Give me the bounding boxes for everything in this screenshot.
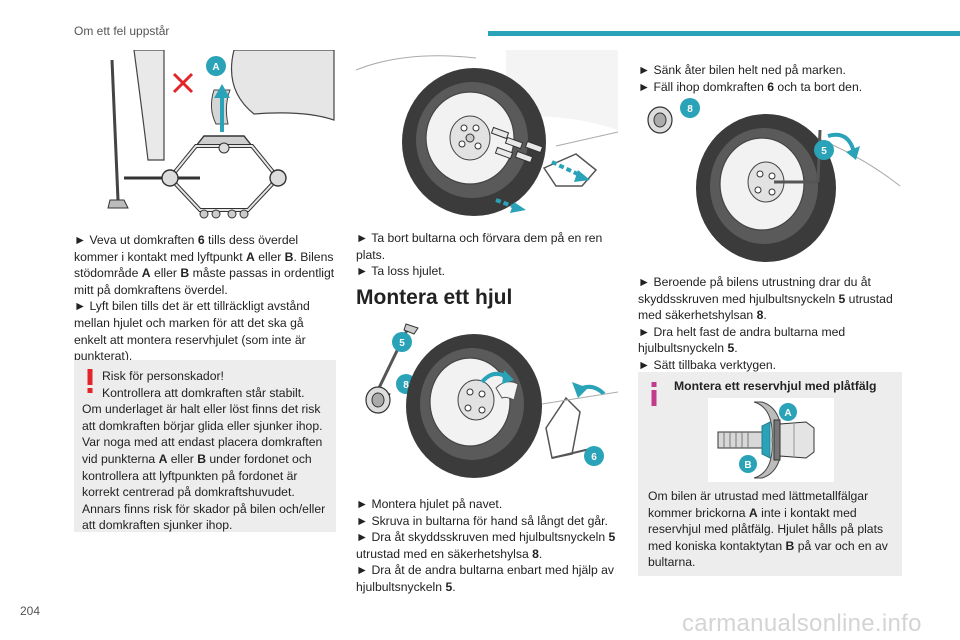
instruction-fold-jack: ► Fäll ihop domkraften 6 och ta bort den…: [638, 79, 863, 94]
svg-text:6: 6: [591, 452, 597, 463]
svg-text:A: A: [212, 62, 219, 73]
instruction-remove-wheel: ► Ta loss hjulet.: [356, 264, 446, 279]
warning-exclamation-icon: [87, 369, 93, 393]
instruction-tighten-equipment: ► Beroende på bilens utrustning drar du …: [638, 275, 893, 323]
svg-text:B: B: [744, 460, 751, 471]
instruction-replace-tools: ► Sätt tillbaka verktygen.: [638, 357, 777, 372]
svg-text:A: A: [784, 408, 791, 419]
warning-line-stable: Kontrollera att domkraften står stabilt.: [102, 385, 305, 400]
figure-mount-wheel: 5 8 6: [365, 323, 618, 478]
svg-text:5: 5: [399, 338, 405, 349]
instruction-tighten-others: ► Dra åt de andra bultarna enbart med hj…: [356, 563, 614, 594]
info-title: Montera ett reservhjul med plåtfälg: [674, 379, 877, 393]
svg-text:8: 8: [403, 380, 409, 391]
figure-remove-bolts: [356, 50, 618, 216]
instruction-lower-car: ► Sänk åter bilen helt ned på marken.: [638, 63, 846, 77]
instruction-screw-bolts: ► Skruva in bultarna för hand så långt d…: [356, 513, 608, 528]
warning-title: Risk för personskador!: [102, 369, 224, 383]
page-number: 204: [20, 604, 41, 618]
warning-line-damage: Annars finns risk för skador på bilen oc…: [82, 501, 326, 533]
instruction-tighten-fully: ► Dra helt fast de andra bultarna med hj…: [638, 324, 846, 356]
column-3-top: ► Sänk åter bilen helt ned på marken. ► …: [638, 62, 902, 95]
info-box-steel-rim: Montera ett reservhjul med plåtfälg A B …: [638, 372, 902, 576]
section-header: Om ett fel uppstår: [74, 24, 170, 38]
instruction-extend-jack: ► Veva ut domkraften 6 tills dess överde…: [74, 233, 335, 297]
instruction-lift-car: ► Lyft bilen tills det är ett tillräckli…: [74, 299, 310, 364]
instruction-mount-hub: ► Montera hjulet på navet.: [356, 497, 503, 511]
instruction-tighten-security: ► Dra åt skyddsskruven med hjulbultsnyck…: [356, 530, 616, 561]
instruction-remove-bolts: ► Ta bort bultarna och förvara dem på en…: [356, 231, 603, 262]
warning-line-slippery: Om underlaget är halt eller löst finns d…: [82, 402, 323, 433]
column-1: ► Veva ut domkraften 6 tills dess överde…: [74, 232, 338, 365]
warning-box: Risk för personskador! Kontrollera att d…: [74, 360, 336, 532]
header-accent-bar: [488, 31, 960, 36]
svg-text:8: 8: [687, 104, 693, 115]
figure-bolt-washer: A B: [708, 398, 834, 482]
figure-jack-lift: A: [104, 50, 336, 224]
svg-text:5: 5: [821, 146, 827, 157]
column-3-middle: ► Beroende på bilens utrustning drar du …: [638, 274, 904, 374]
info-text: Om bilen är utrustad med lättmetallfälga…: [648, 489, 888, 570]
info-icon: [651, 382, 657, 406]
figure-tighten-bolts: 8 5: [647, 98, 901, 262]
watermark: carmanualsonline.info: [682, 610, 922, 637]
section-title-mount-wheel: Montera ett hjul: [356, 286, 513, 309]
column-2-top: ► Ta bort bultarna och förvara dem på en…: [356, 230, 620, 280]
column-2-bottom: ► Montera hjulet på navet. ► Skruva in b…: [356, 496, 622, 596]
warning-line-placement: Var noga med att endast placera domkraft…: [82, 435, 323, 500]
